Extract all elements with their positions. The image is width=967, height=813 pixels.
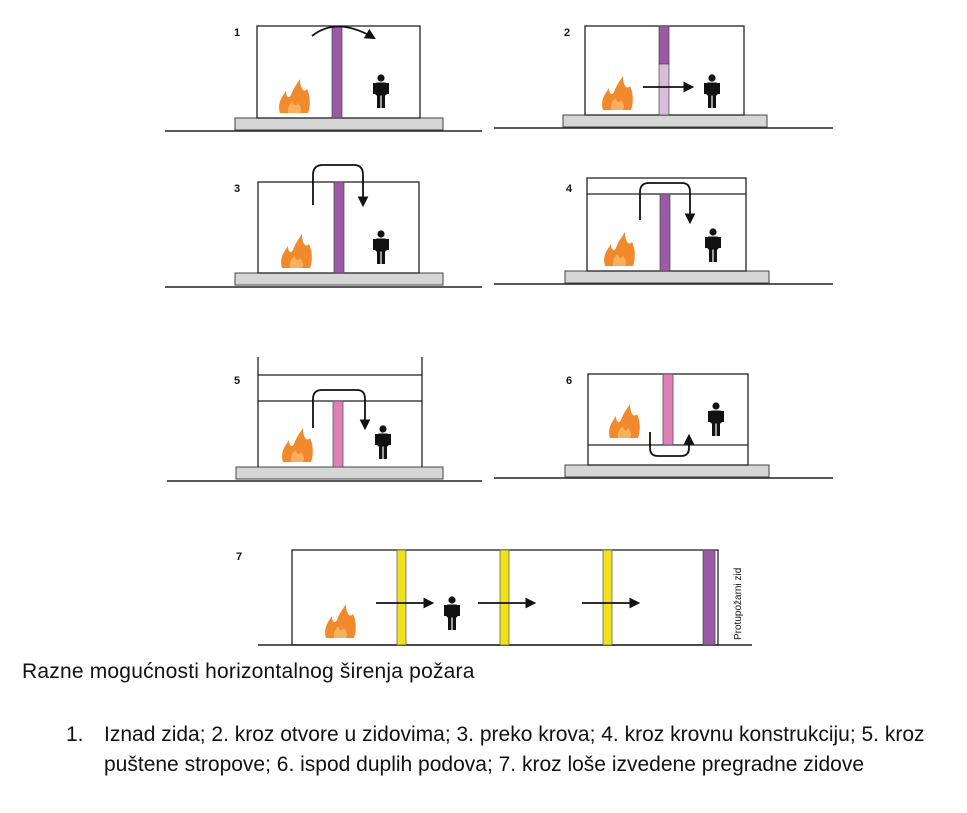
wall-opening — [658, 63, 670, 116]
partition-wall — [333, 181, 345, 274]
fire-icon — [281, 234, 312, 268]
panel-2: 2 — [494, 25, 833, 129]
foundation-slab — [234, 272, 444, 286]
panel-number: 5 — [234, 375, 240, 387]
legend-item: 1. Iznad zida; 2. kroz otvore u zidovima… — [62, 720, 942, 781]
panel-7: 7 Protupožarni zid — [236, 549, 752, 646]
firewall-label: Protupožarni zid — [733, 568, 744, 640]
fire-icon — [279, 79, 310, 113]
legend-list: 1. Iznad zida; 2. kroz otvore u zidovima… — [62, 720, 942, 781]
legend-text: Iznad zida; 2. kroz otvore u zidovima; 3… — [104, 723, 925, 777]
foundation-slab — [562, 114, 768, 128]
spread-arrow — [311, 25, 376, 40]
fire-icon — [604, 232, 635, 266]
foundation-slab — [235, 466, 444, 480]
panel-6: 6 — [494, 373, 833, 479]
spread-arrow — [312, 389, 371, 431]
panel-number: 1 — [234, 27, 240, 39]
partition-wall-yellow — [396, 549, 407, 646]
panel-number: 7 — [236, 551, 242, 563]
panel-3: 3 — [165, 164, 482, 288]
partition-wall — [659, 193, 671, 272]
fire-icon — [325, 604, 356, 638]
person-icon — [373, 74, 389, 108]
partition-wall — [332, 400, 344, 468]
panel-number: 6 — [566, 375, 572, 387]
fire-icon — [609, 404, 640, 438]
panel-5: 5 — [167, 357, 482, 482]
partition-wall — [658, 25, 670, 65]
spread-arrow — [639, 182, 696, 225]
partition-wall — [331, 25, 343, 119]
panel-number: 2 — [564, 27, 570, 39]
person-icon — [375, 425, 391, 459]
person-icon — [708, 402, 724, 436]
panel-number: 4 — [566, 183, 573, 195]
fire-icon — [602, 76, 633, 110]
partition-wall — [662, 373, 674, 446]
person-icon — [444, 596, 460, 630]
figure-caption: Razne mogućnosti horizontalnog širenja p… — [22, 660, 475, 683]
fire-spread-diagram: 1 2 3 4 — [165, 25, 833, 646]
panel-number: 3 — [234, 183, 240, 195]
partition-wall-yellow — [602, 549, 613, 646]
foundation-slab — [564, 464, 770, 478]
fire-icon — [282, 428, 313, 462]
firewall — [702, 549, 716, 646]
legend-number: 1. — [66, 723, 84, 746]
spread-arrow — [312, 164, 369, 208]
person-icon — [705, 228, 721, 262]
partition-wall-yellow — [499, 549, 510, 646]
foundation-slab — [564, 270, 770, 284]
person-icon — [373, 230, 389, 264]
panel-4: 4 — [494, 177, 833, 285]
panel-1: 1 — [165, 25, 482, 132]
foundation-slab — [234, 117, 444, 131]
spread-arrow — [649, 432, 695, 457]
person-icon — [704, 74, 720, 108]
